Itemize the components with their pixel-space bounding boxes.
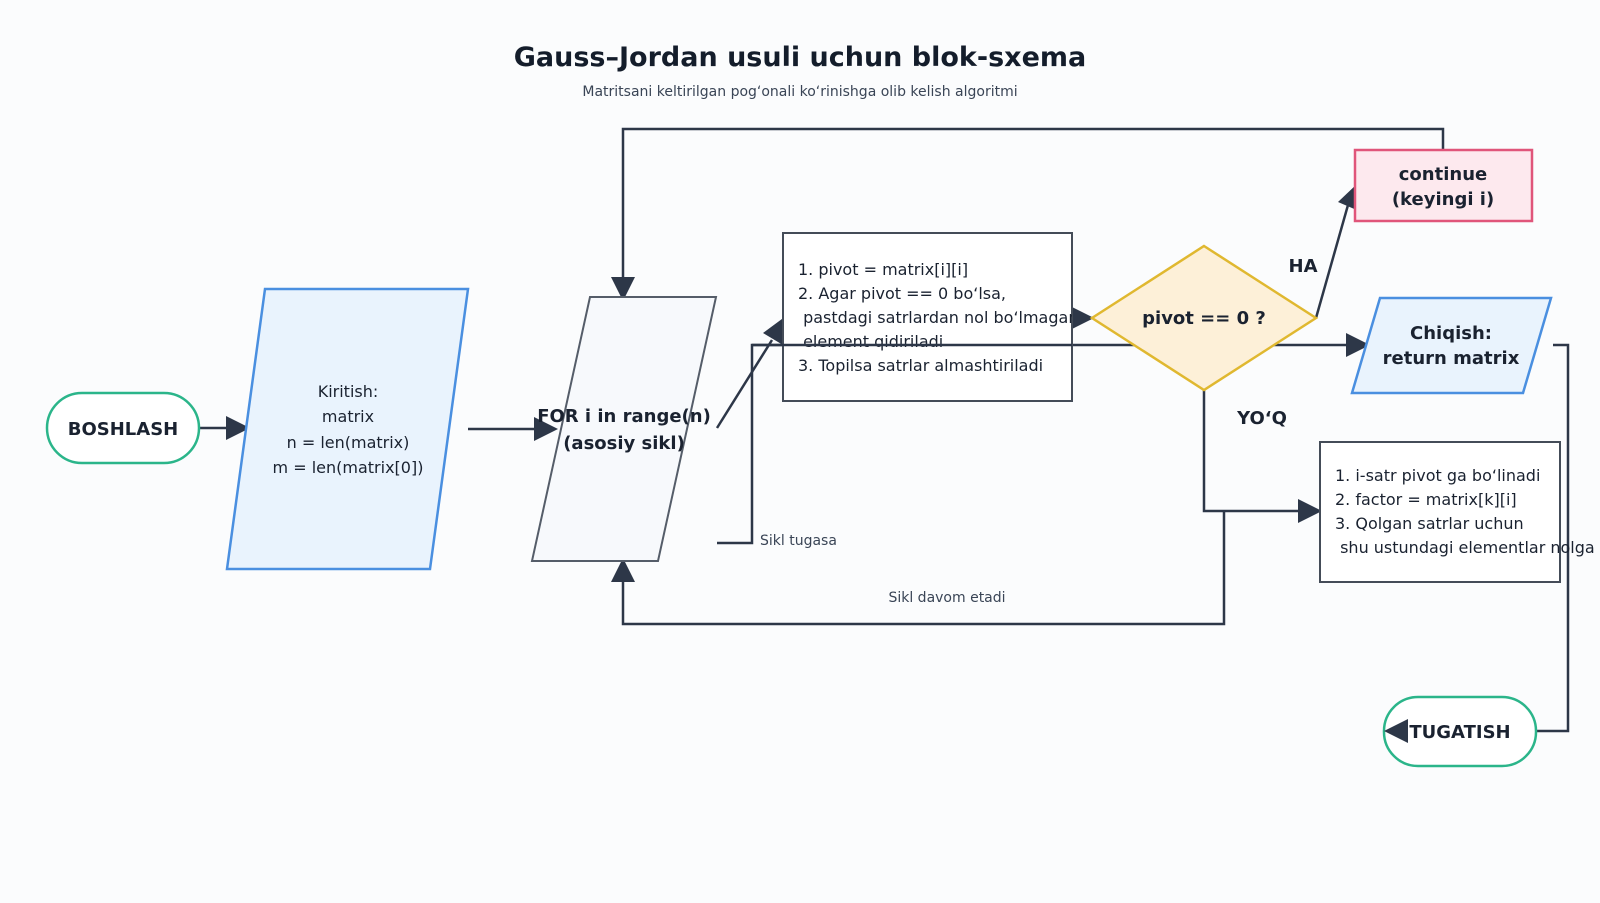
node-end: TUGATISH <box>1382 695 1538 768</box>
end-label: TUGATISH <box>1409 722 1510 743</box>
decision-label: pivot == 0 ? <box>1142 308 1266 329</box>
normalize-line-3: 3. Qolgan satrlar uchun <box>1335 514 1524 533</box>
arrowhead-output <box>1346 333 1370 357</box>
input-line-2: matrix <box>322 407 374 426</box>
start-label: BOSHLASH <box>68 419 178 440</box>
normalize-shape <box>1319 441 1561 583</box>
output-line-1: Chiqish: <box>1410 323 1492 344</box>
arrowhead-input <box>226 416 250 440</box>
loop-shape <box>530 296 718 562</box>
pivot-line-1: 1. pivot = matrix[i][i] <box>798 260 968 279</box>
edge-continue-to-loop <box>621 127 1445 280</box>
output-line-2: return matrix <box>1383 348 1520 369</box>
node-pivot-process: 1. pivot = matrix[i][i] 2. Agar pivot ==… <box>752 232 1078 402</box>
arrowhead-decision <box>1072 307 1094 329</box>
diagram-subtitle: Matritsani keltirilgan pog‘onali ko‘rini… <box>582 84 1017 100</box>
arrowhead-loop-bottom <box>611 558 635 582</box>
end-terminal-shape <box>1382 695 1538 768</box>
continue-line-1: continue <box>1399 164 1487 185</box>
edge-label-yes: HA <box>1289 256 1318 277</box>
arrowhead-end-overlay <box>1384 719 1408 743</box>
pivot-line-5: 3. Topilsa satrlar almashtiriladi <box>798 356 1043 375</box>
output-shape <box>1350 296 1553 395</box>
edge-decision-to-continue <box>1314 204 1350 319</box>
arrowhead-pivot <box>763 316 786 345</box>
edge-decision-to-normalize <box>1202 388 1302 513</box>
normalize-line-2: 2. factor = matrix[k][i] <box>1335 490 1517 509</box>
edge-loop-to-pivot <box>715 339 774 429</box>
loop-line-1: FOR i in range(n) <box>537 406 711 427</box>
input-line-1: Kiritish: <box>318 382 379 401</box>
pivot-line-3: pastdagi satrlardan nol bo‘lmagan <box>798 308 1078 327</box>
edge-label-no: YO‘Q <box>1236 408 1287 429</box>
input-line-4: m = len(matrix[0]) <box>273 458 424 477</box>
node-start: BOSHLASH <box>45 391 201 465</box>
arrowhead-loop-top <box>611 277 635 301</box>
edge-label-loop-done: Sikl tugasa <box>760 533 837 549</box>
input-shape <box>225 287 470 571</box>
node-loop: FOR i in range(n) (asosiy sikl) <box>530 296 718 562</box>
decision-shape <box>1089 244 1319 392</box>
node-continue: continue (keyingi i) <box>1353 148 1534 223</box>
pivot-process-shape <box>782 232 1073 402</box>
node-normalize: 1. i-satr pivot ga bo‘linadi 2. factor =… <box>1319 441 1595 583</box>
pivot-line-2: 2. Agar pivot == 0 bo‘lsa, <box>798 284 1006 303</box>
start-terminal-shape <box>45 391 201 465</box>
diagram-title: Gauss–Jordan usuli uchun blok-sxema <box>514 42 1086 73</box>
edge-label-loop-continue: Sikl davom etadi <box>888 590 1005 606</box>
arrowhead-normalize <box>1298 499 1322 523</box>
continue-shape <box>1353 148 1534 223</box>
pivot-line-4: element qidiriladi <box>798 332 943 351</box>
input-line-3: n = len(matrix) <box>287 433 410 452</box>
node-output: Chiqish: return matrix <box>1350 296 1553 395</box>
arrowhead-loop <box>534 417 558 441</box>
normalize-line-4: shu ustundagi elementlar nolga <box>1335 538 1595 557</box>
normalize-line-1: 1. i-satr pivot ga bo‘linadi <box>1335 466 1540 485</box>
loop-line-2: (asosiy sikl) <box>563 433 685 454</box>
node-decision: pivot == 0 ? <box>1089 244 1319 392</box>
node-input: Kiritish: matrix n = len(matrix) m = len… <box>225 287 470 571</box>
edge-normalize-to-loop <box>621 511 1226 626</box>
continue-line-2: (keyingi i) <box>1392 189 1494 210</box>
